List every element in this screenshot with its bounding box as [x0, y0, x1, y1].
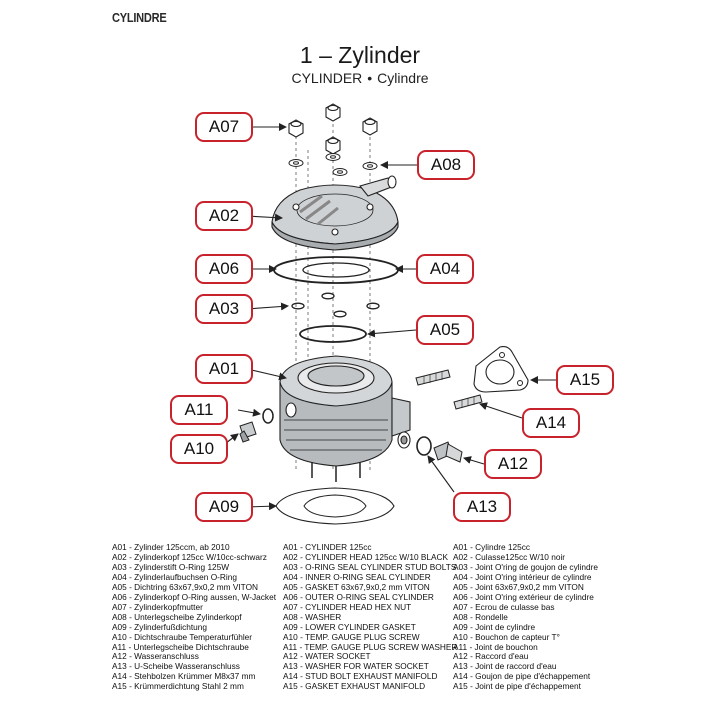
list-item: A14 - Stehbolzen Krümmer M8x37 mm	[112, 671, 256, 682]
list-item: A07 - CYLINDER HEAD HEX NUT	[283, 601, 412, 612]
callout-a04: A04	[416, 254, 474, 284]
subtitle-separator: •	[367, 70, 373, 86]
list-item: A03 - Zylinderstift O-Ring 125W	[112, 561, 230, 572]
list-item: A14 - STUD BOLT EXHAUST MANIFOLD	[283, 671, 438, 682]
head-o-rings	[273, 256, 399, 284]
list-item: A13 - Joint de raccord d'eau	[453, 661, 557, 672]
exhaust-studs	[415, 369, 483, 410]
list-item: A06 - Joint O'ring extérieur de cylindre	[453, 591, 594, 602]
list-item: A15 - Joint de pipe d'échappement	[453, 681, 581, 692]
parts-list-english: A01 - CYLINDER 125cc A02 - CYLINDER HEAD…	[283, 542, 458, 692]
subtitle-english: CYLINDER	[291, 70, 363, 86]
parts-list-french: A01 - Cylindre 125cc A02 - Culasse125cc …	[453, 542, 599, 692]
head-nuts	[288, 103, 378, 155]
list-item: A06 - OUTER O-RING SEAL CYLINDER	[283, 591, 434, 602]
callout-a09: A09	[195, 492, 253, 522]
page-subtitle: CYLINDER•Cylindre	[0, 70, 720, 86]
callout-a08: A08	[417, 150, 475, 180]
temp-plug-screw	[239, 421, 257, 443]
list-item: A10 - TEMP. GAUGE PLUG SCREW	[283, 631, 420, 642]
callout-a14: A14	[522, 408, 580, 438]
water-socket	[433, 441, 463, 463]
list-item: A04 - Joint O'ring intérieur de cylindre	[453, 571, 592, 582]
list-item: A08 - Rondelle	[453, 611, 508, 622]
water-socket-washer	[416, 436, 432, 456]
list-item: A05 - GASKET 63x67,9x0,2 mm VITON	[283, 581, 430, 592]
list-item: A02 - CYLINDER HEAD 125cc W/10 BLACK	[283, 551, 449, 562]
list-item: A04 - Zylinderlaufbuchsen O-Ring	[112, 571, 237, 582]
liner-gasket	[299, 325, 367, 343]
list-item: A01 - Cylindre 125cc	[453, 542, 531, 552]
list-item: A05 - Joint 63x67,9x0,2 mm VITON	[453, 581, 584, 592]
list-item: A11 - Unterlegscheibe Dichtschraube	[112, 641, 249, 652]
list-item: A05 - Dichtring 63x67,9x0,2 mm VITON	[112, 581, 259, 592]
callout-a15: A15	[556, 365, 614, 395]
list-item: A02 - Zylinderkopf 125cc W/10cc-schwarz	[112, 551, 267, 562]
callout-a02: A02	[195, 201, 253, 231]
page-title: 1 – Zylinder	[299, 42, 421, 68]
callout-a06: A06	[195, 254, 253, 284]
list-item: A12 - WATER SOCKET	[283, 651, 371, 662]
exhaust-gasket-hole-2	[517, 380, 523, 386]
cylinder-head	[271, 175, 399, 251]
list-item: A03 - O-RING SEAL CYLINDER STUD BOLTS	[283, 561, 457, 572]
plug-screw-washer	[262, 408, 274, 424]
list-item: A08 - WASHER	[283, 611, 342, 622]
list-item: A02 - Culasse125cc W/10 noir	[453, 551, 566, 562]
subtitle-french: Cylindre	[377, 70, 429, 86]
callout-a13: A13	[453, 492, 511, 522]
parts-list-german: A01 - Zylinder 125ccm, ab 2010 A02 - Zyl…	[112, 542, 277, 692]
exhaust-gasket-port	[485, 359, 515, 385]
callout-a10: A10	[170, 434, 228, 464]
callout-a05: A05	[416, 315, 474, 345]
list-item: A15 - GASKET EXHAUST MANIFOLD	[283, 681, 426, 692]
callout-a03: A03	[195, 294, 253, 324]
section-label: CYLINDRE	[112, 10, 167, 25]
base-gasket-bore	[303, 494, 367, 518]
base-gasket	[275, 487, 395, 525]
list-item: A08 - Unterlegscheibe Zylinderkopf	[112, 611, 242, 622]
callout-a07: A07	[195, 112, 253, 142]
list-item: A15 - Krümmerdichtung Stahl 2 mm	[112, 681, 244, 692]
head-washers	[288, 153, 378, 176]
list-item: A13 - WASHER FOR WATER SOCKET	[283, 661, 429, 672]
list-item: A03 - Joint O'ring de goujon de cylindre	[453, 561, 599, 572]
list-item: A12 - Raccord d'eau	[453, 651, 529, 662]
list-item: A10 - Dichtschraube Temperaturfühler	[112, 631, 253, 642]
callout-a11: A11	[170, 395, 228, 425]
list-item: A07 - Zylinderkopfmutter	[112, 601, 203, 612]
stud-o-rings	[291, 292, 380, 318]
list-item: A12 - Wasseranschluss	[112, 651, 199, 662]
list-item: A04 - INNER O-RING SEAL CYLINDER	[283, 571, 431, 582]
callout-a01: A01	[195, 354, 253, 384]
list-item: A09 - Zylinderfußdichtung	[112, 621, 208, 632]
list-item: A07 - Ecrou de culasse bas	[453, 601, 555, 612]
list-item: A01 - Zylinder 125ccm, ab 2010	[112, 542, 230, 552]
list-item: A09 - LOWER CYLINDER GASKET	[283, 621, 416, 632]
list-item: A11 - TEMP. GAUGE PLUG SCREW WASHER	[283, 641, 458, 652]
exhaust-gasket	[473, 346, 529, 393]
cylinder-body	[279, 355, 411, 482]
list-item: A11 - Joint de bouchon	[453, 641, 538, 652]
list-item: A13 - U-Scheibe Wasseranschluss	[112, 661, 240, 672]
list-item: A14 - Goujon de pipe d'échappement	[453, 671, 591, 682]
list-item: A06 - Zylinderkopf O-Ring aussen, W-Jack…	[112, 591, 277, 602]
list-item: A09 - Joint de cylindre	[453, 621, 536, 632]
exhaust-gasket-hole-1	[499, 352, 505, 358]
list-item: A01 - CYLINDER 125cc	[283, 542, 372, 552]
list-item: A10 - Bouchon de capteur T°	[453, 631, 560, 642]
callout-a12: A12	[484, 449, 542, 479]
